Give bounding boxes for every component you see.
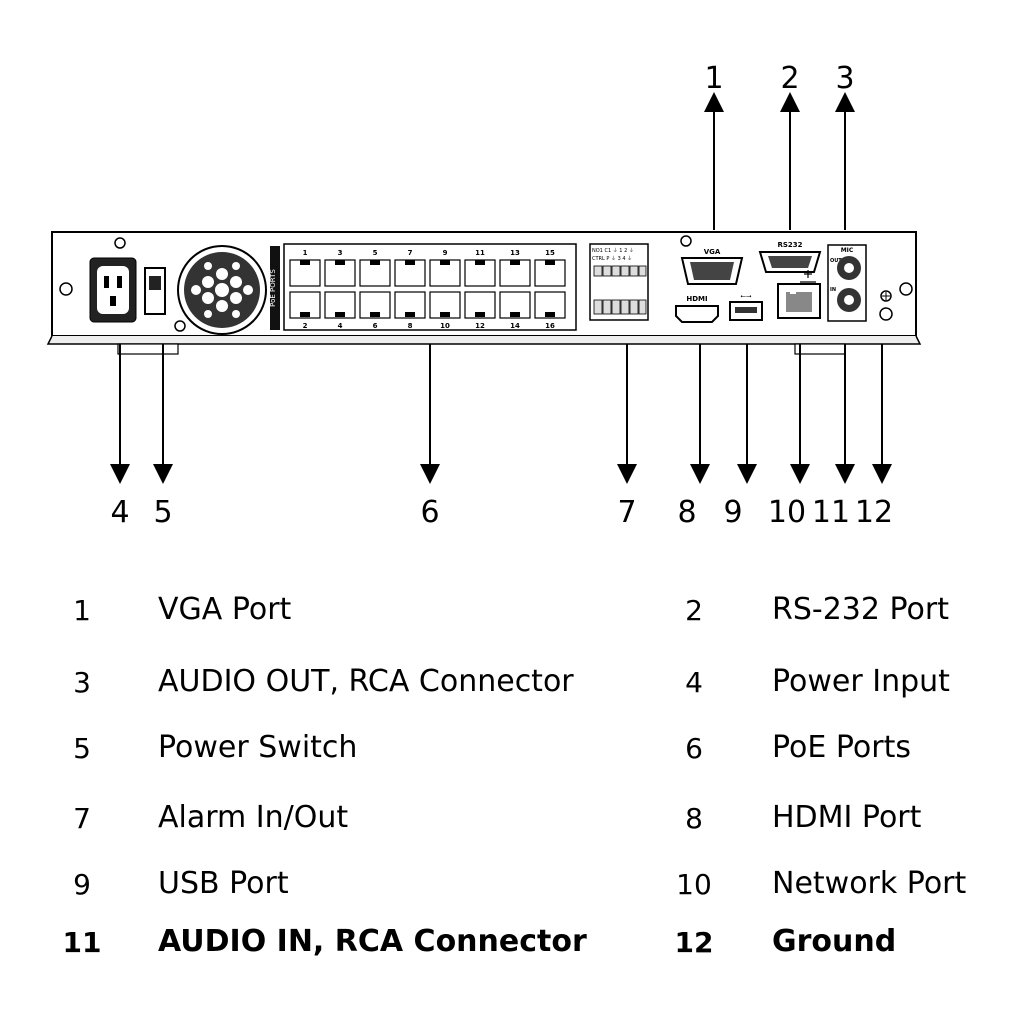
legend-label: Network Port	[772, 866, 967, 901]
poe-port-latch	[510, 260, 520, 265]
poe-port	[464, 259, 496, 287]
callout-8: 8	[677, 495, 697, 530]
poe-port-number: 6	[373, 322, 378, 330]
legend-label: AUDIO IN, RCA Connector	[158, 924, 587, 959]
legend-label: RS-232 Port	[772, 592, 949, 627]
poe-port-latch	[440, 312, 450, 317]
poe-port-latch	[405, 312, 415, 317]
callout-6: 6	[420, 495, 440, 530]
poe-port-number: 14	[510, 322, 520, 330]
legend-label: VGA Port	[158, 592, 292, 627]
poe-port-latch	[440, 260, 450, 265]
callout-10: 10	[767, 495, 807, 530]
poe-port-latch	[300, 312, 310, 317]
legend-label: HDMI Port	[772, 800, 922, 835]
legend-num: 4	[685, 666, 703, 699]
legend-label: Power Switch	[158, 730, 358, 765]
alarm-label-row2: CTRL P ⏚ 3 4 ⏚	[592, 255, 632, 262]
poe-port-latch	[370, 260, 380, 265]
power-input-connector	[89, 257, 137, 323]
legend-label: AUDIO OUT, RCA Connector	[158, 664, 574, 699]
poe-port-number: 9	[443, 249, 448, 257]
poe-port-latch	[545, 312, 555, 317]
poe-port-number: 4	[338, 322, 343, 330]
vga-port: VGA	[680, 248, 744, 285]
legend-label: Ground	[772, 924, 897, 959]
legend-num: 12	[674, 926, 714, 959]
rs232-port: RS232	[758, 241, 822, 273]
power-switch	[144, 267, 166, 315]
poe-port-number: 2	[303, 322, 308, 330]
legend-num: 8	[685, 802, 703, 835]
poe-port-number: 13	[510, 249, 520, 257]
callout-5: 5	[153, 495, 173, 530]
callout-9: 9	[723, 495, 743, 530]
legend-num: 6	[685, 732, 703, 765]
alarm-label-row1: NO1 C1 ⏚ 1 2 ⏚	[592, 247, 634, 254]
legend-num: 5	[73, 732, 91, 765]
fan-grille	[177, 245, 267, 335]
poe-port-latch	[545, 260, 555, 265]
legend-label: Alarm In/Out	[158, 800, 349, 835]
poe-port-number: 11	[475, 249, 485, 257]
network-port	[777, 270, 821, 319]
legend-num: 7	[73, 802, 91, 835]
alarm-terminal-block: NO1 C1 ⏚ 1 2 ⏚ CTRL P ⏚ 3 4 ⏚	[589, 243, 649, 321]
poe-port-latch	[370, 312, 380, 317]
legend-num: 10	[676, 868, 712, 901]
poe-port-latch	[475, 312, 485, 317]
callout-1: 1	[704, 61, 724, 96]
callout-7: 7	[617, 495, 637, 530]
poe-port-number: 16	[545, 322, 555, 330]
callout-3: 3	[835, 61, 855, 96]
poe-port-number: 7	[408, 249, 413, 257]
audio-rca-block: MIC OUT IN	[827, 244, 867, 322]
leader-lines	[110, 92, 892, 484]
poe-port-latch	[475, 260, 485, 265]
callout-2: 2	[780, 61, 800, 96]
hdmi-label: HDMI	[686, 295, 707, 303]
poe-port-latch	[405, 260, 415, 265]
vga-label: VGA	[704, 248, 721, 256]
poe-port-number: 10	[440, 322, 450, 330]
legend-num: 3	[73, 666, 91, 699]
poe-port	[499, 259, 531, 287]
legend-num: 11	[62, 926, 102, 959]
poe-port-number: 8	[408, 322, 413, 330]
legend-num: 1	[73, 594, 91, 627]
callout-12: 12	[854, 495, 894, 530]
poe-port-number: 12	[475, 322, 485, 330]
hdmi-port: HDMI	[675, 295, 719, 323]
usb-symbol: ⭠⭢	[740, 292, 752, 300]
poe-port-latch	[510, 312, 520, 317]
poe-port-latch	[335, 260, 345, 265]
callout-11: 11	[811, 495, 851, 530]
out-label: OUT	[830, 258, 842, 264]
poe-port-latch	[335, 312, 345, 317]
poe-port-latch	[300, 260, 310, 265]
usb-port: ⭠⭢	[729, 292, 763, 321]
poe-port-number: 3	[338, 249, 343, 257]
legend-label: USB Port	[158, 866, 289, 901]
legend-label: Power Input	[772, 664, 950, 699]
poe-port-number: 5	[373, 249, 378, 257]
legend-label: PoE Ports	[772, 730, 911, 765]
mic-label: MIC	[841, 247, 854, 254]
legend-num: 9	[73, 868, 91, 901]
in-label: IN	[830, 287, 836, 293]
poe-title: PoE PORTS	[269, 269, 277, 307]
rs232-label: RS232	[777, 241, 802, 249]
ground-terminal	[880, 290, 892, 302]
poe-port-number: 15	[545, 249, 555, 257]
legend-num: 2	[685, 594, 703, 627]
callout-4: 4	[110, 495, 130, 530]
poe-port-number: 1	[303, 249, 308, 257]
